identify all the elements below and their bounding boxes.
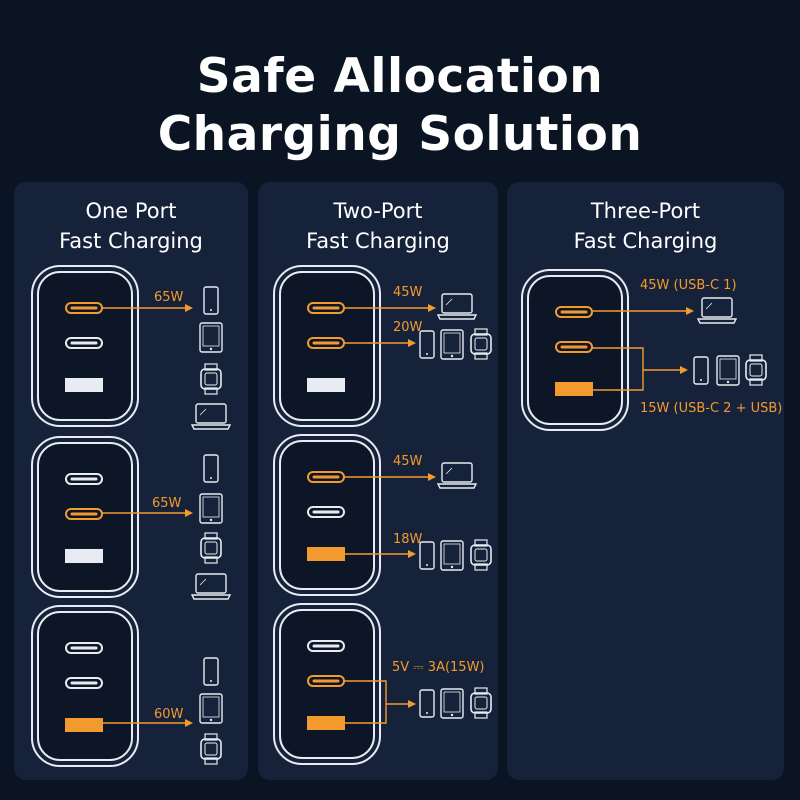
charger-icon [521,269,629,431]
power-label: 45W (USB-C 1) [640,278,737,293]
panel-title-line-2: Fast Charging [573,229,718,253]
phone-icon [203,454,219,483]
power-label: 45W [393,285,423,300]
panel-title-line-2: Fast Charging [306,229,450,253]
title-line-2: Charging Solution [157,107,643,162]
power-label: 15W (USB-C 2 + USB) [640,401,782,416]
laptop-icon [437,462,477,489]
watch-icon [200,532,222,564]
tablet-icon [199,322,223,353]
charger-icon [31,265,139,427]
power-label: 65W [152,496,182,511]
panel-title: One Port Fast Charging [14,196,248,256]
phone-icon [203,286,219,315]
tablet-icon [440,540,464,571]
tablet-icon [199,693,223,724]
charger-icon [273,265,381,427]
laptop-icon [437,293,477,320]
power-label: 60W [154,707,184,722]
tablet-icon [199,493,223,524]
panel-title-line-1: Two-Port [333,199,423,223]
phone-icon [693,356,709,385]
watch-icon [470,539,492,571]
tablet-icon [440,329,464,360]
charger-icon [31,436,139,598]
laptop-icon [191,573,231,600]
watch-icon [470,328,492,360]
power-label: 18W [393,532,423,547]
laptop-icon [191,403,231,430]
panel-title-line-1: Three-Port [590,199,701,223]
phone-icon [419,330,435,359]
phone-icon [203,657,219,686]
charger-icon [273,603,381,765]
panel-title: Three-Port Fast Charging [507,196,784,256]
power-label: 45W [393,454,423,469]
charger-icon [31,605,139,767]
watch-icon [200,733,222,765]
charger-icon [273,434,381,596]
panel-title-line-1: One Port [85,199,177,223]
laptop-icon [697,297,737,324]
watch-icon [470,687,492,719]
tablet-icon [440,688,464,719]
watch-icon [745,354,767,386]
panel-title: Two-Port Fast Charging [258,196,498,256]
power-label: 20W [393,320,423,335]
tablet-icon [716,355,740,386]
panel-title-line-2: Fast Charging [59,229,203,253]
power-label: 65W [154,290,184,305]
page-title: Safe Allocation Charging Solution [0,48,800,164]
phone-icon [419,689,435,718]
title-line-1: Safe Allocation [196,49,604,104]
watch-icon [200,363,222,395]
power-label: 5V ⎓ 3A(15W) [392,660,485,675]
